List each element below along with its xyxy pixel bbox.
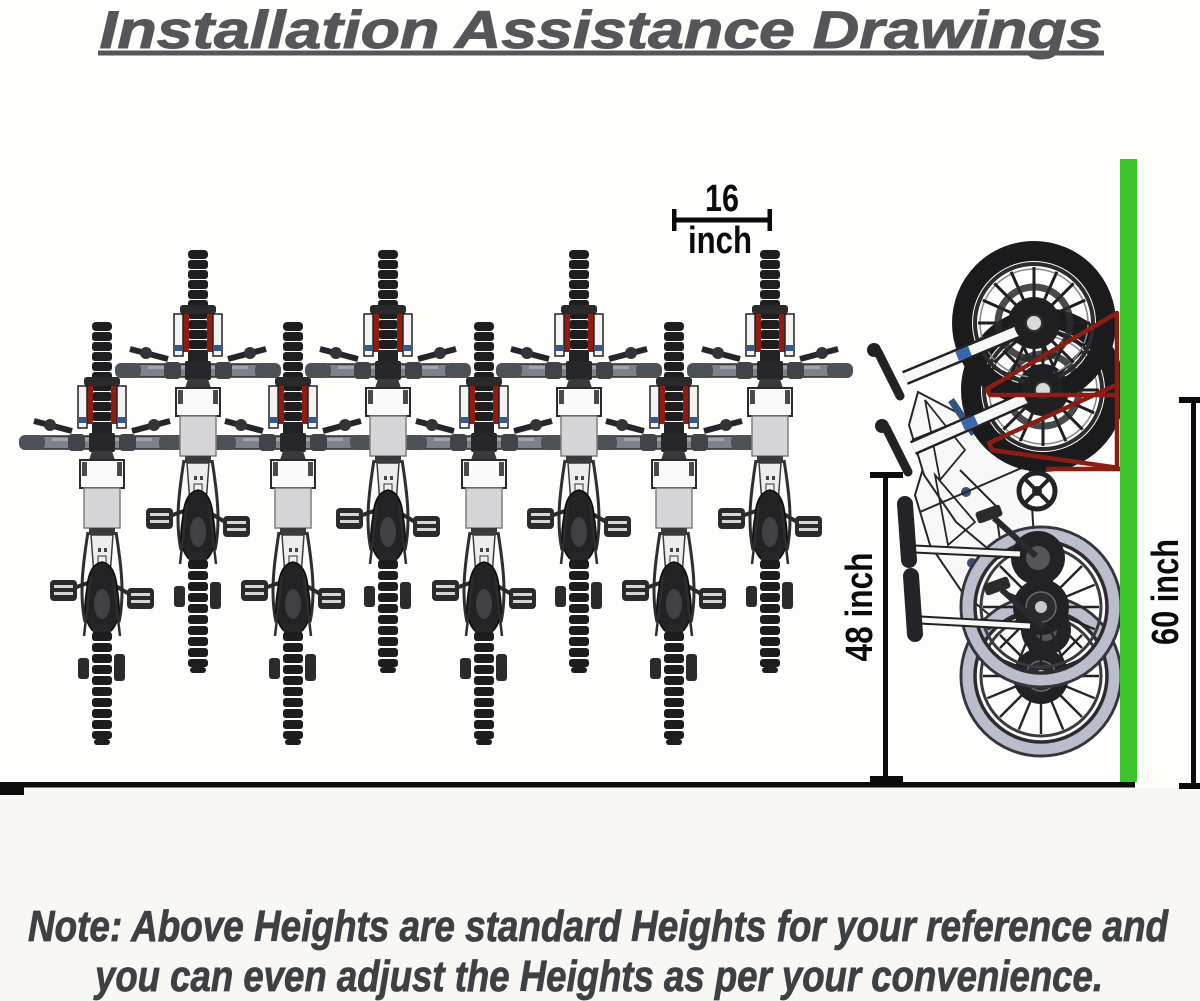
svg-text:inch: inch	[688, 220, 752, 262]
svg-text:48 inch: 48 inch	[839, 553, 881, 662]
svg-text:16: 16	[705, 178, 739, 220]
svg-text:you can even adjust the Height: you can even adjust the Heights as per y…	[93, 952, 1103, 1001]
svg-text:60 inch: 60 inch	[1145, 539, 1187, 645]
svg-text:Note: Above Heights are standa: Note: Above Heights are standard Heights…	[28, 902, 1169, 951]
